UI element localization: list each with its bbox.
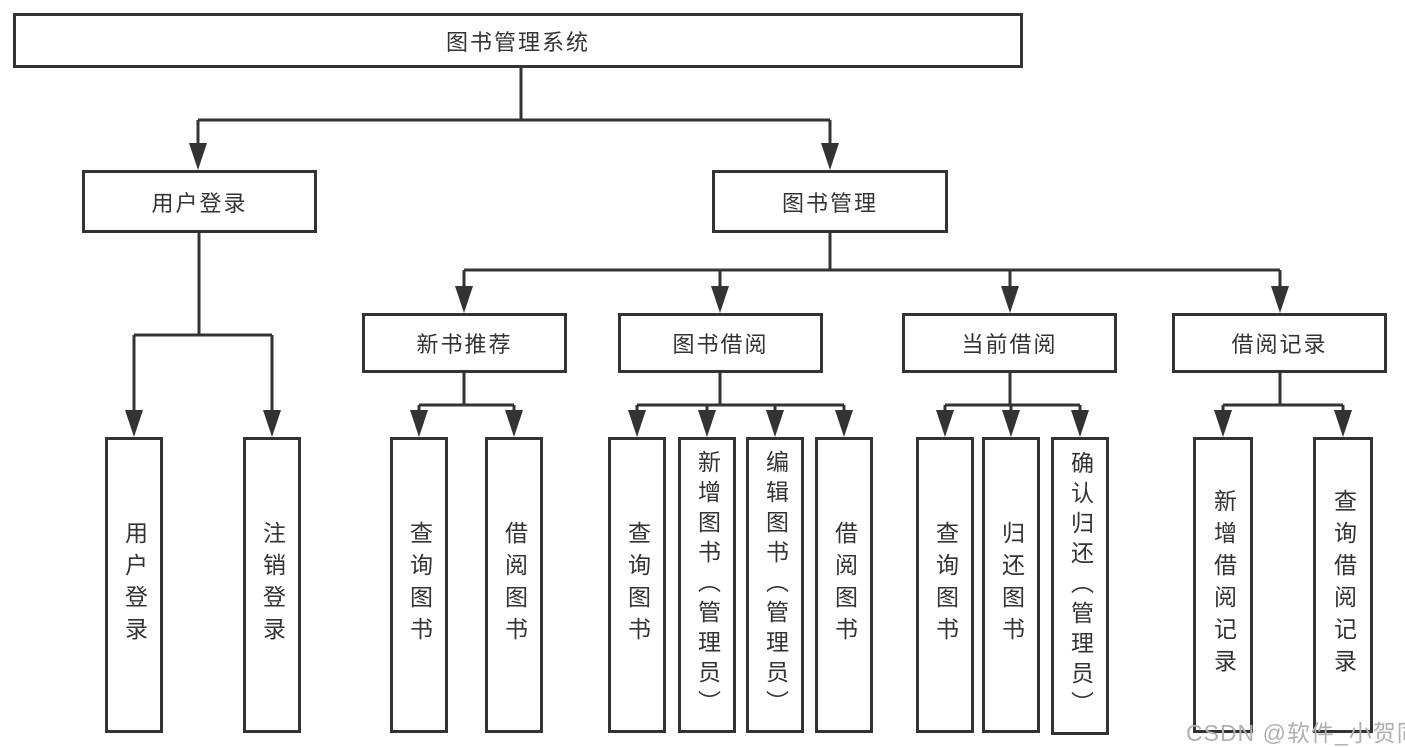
leaf-edit-books-admin: 编辑图书（管理员）: [746, 437, 804, 733]
node-label: 查询借阅记录: [1330, 489, 1357, 681]
node-book-management: 图书管理: [712, 170, 948, 233]
leaf-query-books-borrowing: 查询图书: [608, 437, 666, 733]
node-user-login: 用户登录: [82, 170, 317, 233]
node-root-library-system: 图书管理系统: [13, 13, 1023, 68]
node-book-borrowing: 图书借阅: [618, 313, 823, 373]
node-label: 借阅记录: [1231, 332, 1328, 357]
node-label: 查询图书: [406, 521, 433, 649]
leaf-query-borrow-record: 查询借阅记录: [1313, 437, 1373, 733]
node-label: 借阅图书: [501, 521, 528, 649]
leaf-query-books-current: 查询图书: [916, 437, 974, 733]
node-label: 借阅图书: [831, 521, 858, 649]
node-label: 注销登录: [259, 521, 286, 649]
leaf-user-login-action: 用户登录: [105, 437, 163, 733]
leaf-logout-action: 注销登录: [243, 437, 301, 733]
arrowheads: [125, 143, 1352, 437]
node-label: 查询图书: [624, 521, 651, 649]
leaf-query-books-recommend: 查询图书: [390, 437, 448, 733]
node-current-borrowing: 当前借阅: [902, 313, 1117, 373]
node-label: 归还图书: [998, 521, 1025, 649]
node-label: 用户登录: [121, 521, 148, 649]
node-label: 图书管理系统: [445, 29, 590, 55]
leaf-borrow-books-borrowing: 借阅图书: [815, 437, 873, 733]
csdn-watermark: CSDN @软件_小贺同学: [1186, 720, 1405, 746]
node-label: 图书借阅: [672, 332, 769, 357]
leaf-add-books-admin: 新增图书（管理员）: [678, 437, 736, 733]
node-label: 确认归还（管理员）: [1067, 451, 1094, 721]
node-label: 新增借阅记录: [1210, 489, 1237, 681]
node-label: 新增图书（管理员）: [694, 450, 721, 720]
node-label: 用户登录: [151, 190, 248, 216]
node-label: 图书管理: [781, 190, 878, 216]
leaf-confirm-return-admin: 确认归还（管理员）: [1051, 437, 1109, 735]
leaf-add-borrow-record: 新增借阅记录: [1193, 437, 1253, 733]
node-borrowing-records: 借阅记录: [1172, 313, 1387, 373]
leaf-return-books: 归还图书: [982, 437, 1040, 733]
node-label: 编辑图书（管理员）: [762, 450, 789, 720]
leaf-borrow-books-recommend: 借阅图书: [485, 437, 543, 733]
node-label: 查询图书: [932, 521, 959, 649]
node-label: 当前借阅: [961, 332, 1058, 357]
node-new-book-recommend: 新书推荐: [362, 313, 567, 373]
node-label: 新书推荐: [416, 332, 513, 357]
